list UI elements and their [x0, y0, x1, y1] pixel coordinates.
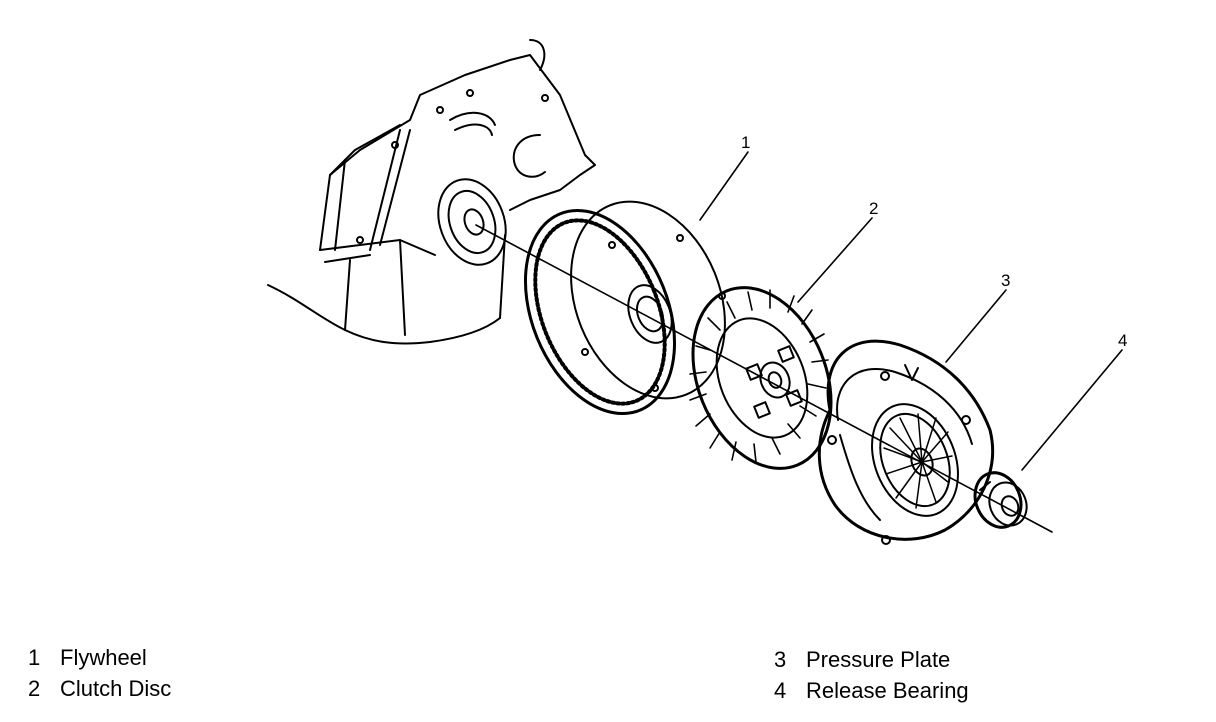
release-bearing-drawing: [973, 471, 1028, 529]
clutch-disc-drawing: [689, 286, 833, 470]
legend-label: Clutch Disc: [60, 676, 172, 701]
legend-label: Release Bearing: [806, 678, 969, 703]
callout-number-2: 2: [869, 199, 878, 218]
pressure-plate-drawing: [817, 339, 995, 545]
legend-item-3: 3 Pressure Plate: [774, 647, 950, 673]
legend-label: Pressure Plate: [806, 647, 951, 672]
legend-item-1: 1 Flywheel: [28, 645, 147, 671]
legend-number: 4: [774, 678, 787, 703]
engine-block-outline: [267, 39, 596, 345]
legend-item-4: 4 Release Bearing: [774, 678, 969, 704]
leader-line-3: [945, 289, 1007, 363]
clutch-exploded-diagram: 1 2 3 4: [267, 39, 1127, 545]
legend-number: 2: [28, 676, 41, 701]
callout-number-3: 3: [1001, 271, 1010, 290]
legend-item-2: 2 Clutch Disc: [28, 676, 171, 702]
callout-number-4: 4: [1118, 331, 1127, 350]
leader-line-4: [1021, 349, 1123, 471]
legend-label: Flywheel: [60, 645, 147, 670]
alignment-axis-line: [475, 224, 1053, 533]
leader-line-2: [797, 217, 873, 303]
legend-number: 1: [28, 645, 41, 670]
legend-number: 3: [774, 647, 787, 672]
leader-line-1: [699, 151, 749, 221]
callout-number-1: 1: [741, 133, 750, 152]
flywheel-drawing: [523, 200, 726, 416]
